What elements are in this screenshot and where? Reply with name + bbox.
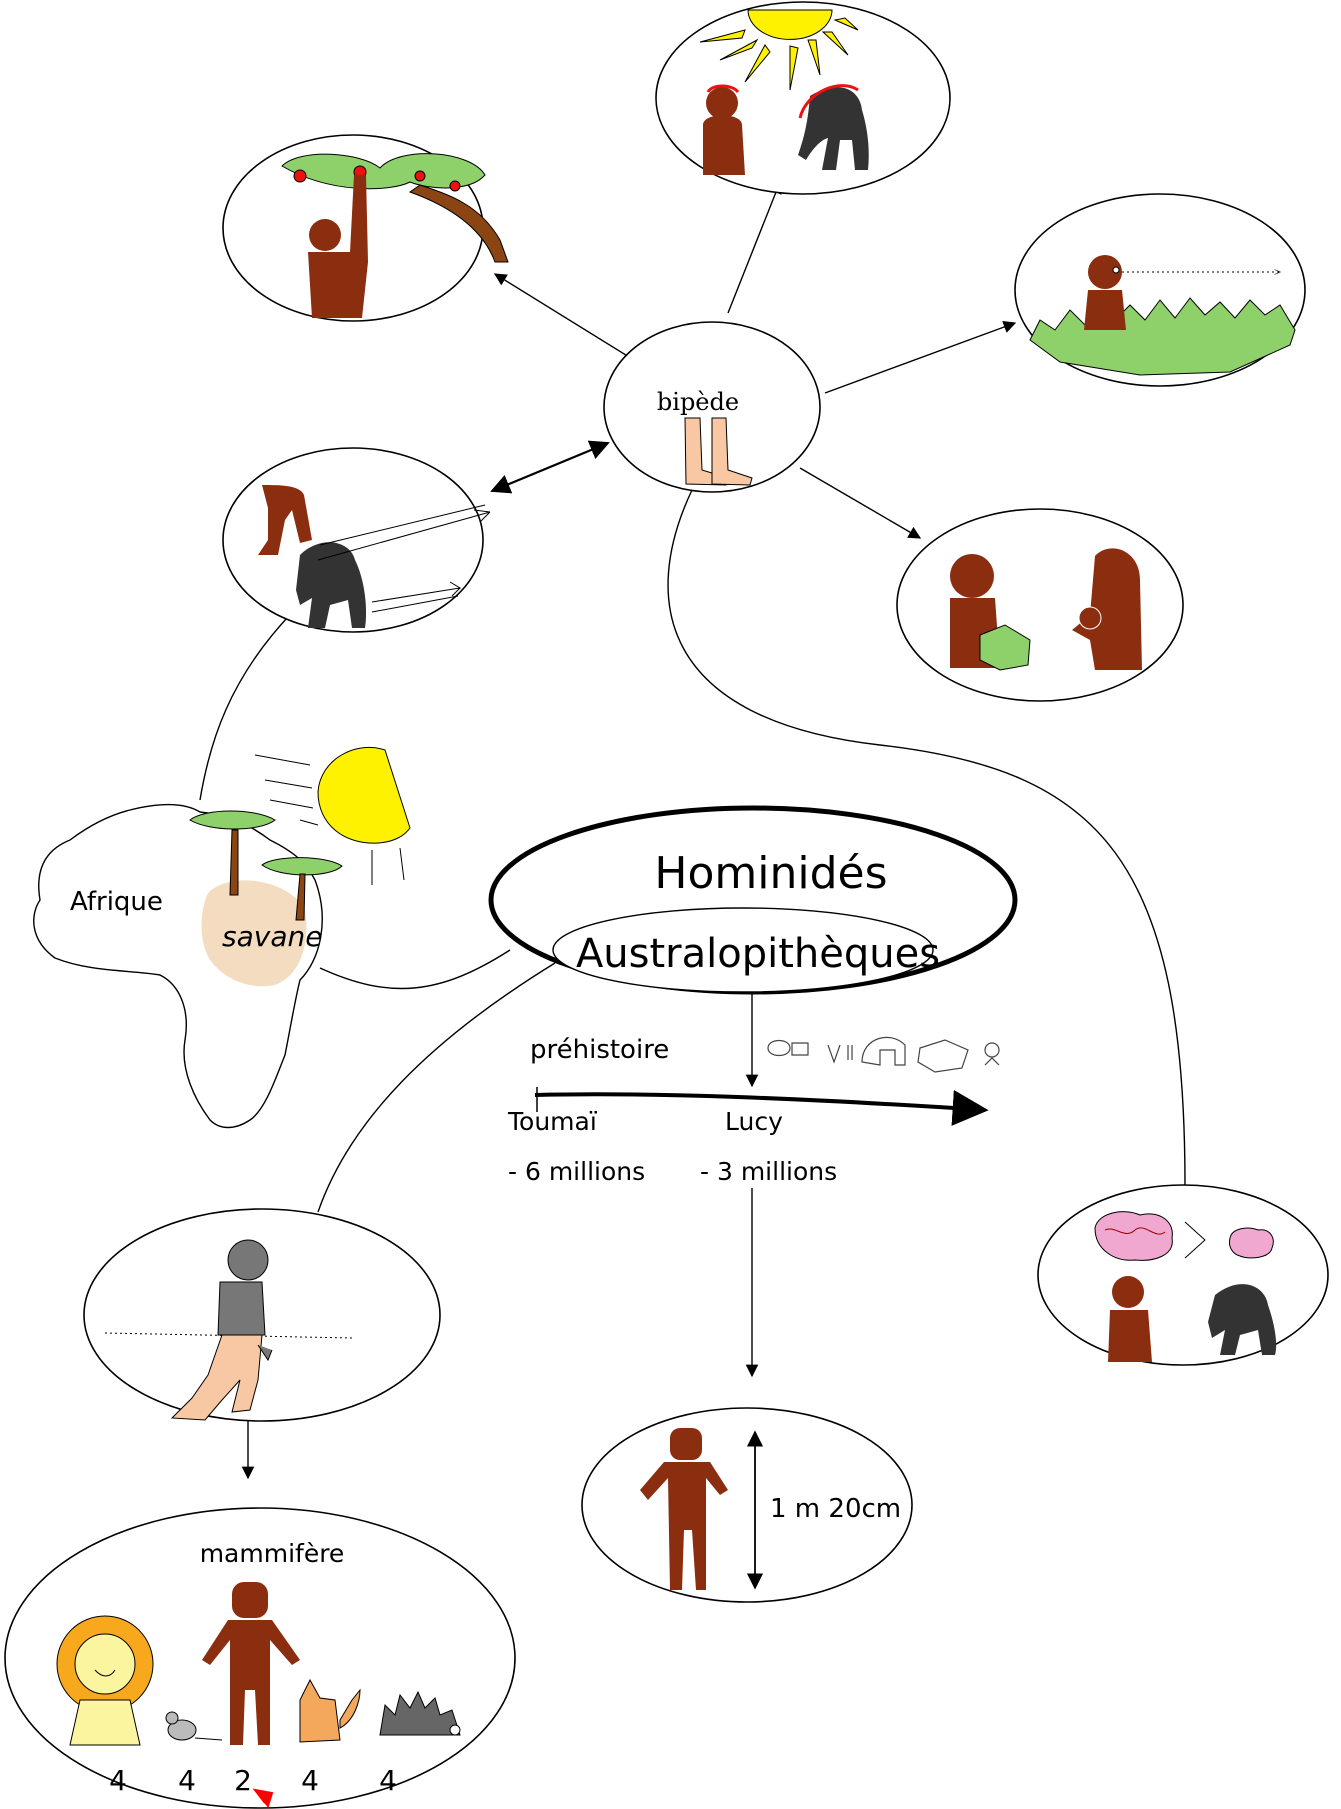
walk-node xyxy=(222,447,491,633)
sun-node xyxy=(655,1,951,195)
large-brain-icon xyxy=(1094,1211,1173,1261)
small-brain-icon xyxy=(1229,1227,1274,1259)
mouse-icon xyxy=(165,1711,223,1741)
savane-label: savane xyxy=(222,920,322,953)
brain-node xyxy=(1037,1184,1329,1366)
hedgehog-icon xyxy=(379,1690,461,1736)
standing-human-icon xyxy=(640,1428,728,1590)
mammal-node: mammifère 4 4 2 4 4 xyxy=(4,1507,516,1809)
greater-than-icon xyxy=(1184,1221,1206,1259)
africa-map: Afrique savane xyxy=(33,746,411,1129)
human-silhouette-icon xyxy=(703,84,745,175)
timeline: préhistoire Toumaï - 6 millions Lucy - 3… xyxy=(507,1035,1000,1186)
walker-node xyxy=(83,1208,441,1422)
grass-icon xyxy=(1029,297,1296,376)
event-name: Toumaï xyxy=(507,1107,598,1136)
fox-icon xyxy=(299,1678,361,1743)
arrow-to-fruit xyxy=(493,273,651,371)
long-stride-arrow xyxy=(317,509,491,561)
carrying-node xyxy=(896,508,1184,702)
page-title: Hominidés xyxy=(654,848,887,899)
timeline-label: préhistoire xyxy=(530,1035,669,1065)
link-brain xyxy=(667,489,1186,1186)
leg-count: 4 xyxy=(178,1764,196,1797)
event-date: - 6 millions xyxy=(508,1157,645,1186)
double-arrow-walk xyxy=(490,440,610,494)
arrow-to-view xyxy=(824,321,1017,394)
event-name: Lucy xyxy=(725,1107,783,1136)
leg-count: 4 xyxy=(379,1764,397,1797)
arrow-to-carry xyxy=(799,467,922,539)
walking-australopithecus-icon xyxy=(170,1239,273,1421)
afrique-label: Afrique xyxy=(70,887,163,917)
tools-icons xyxy=(767,1036,1000,1073)
walking-ape-icon xyxy=(296,542,367,628)
mammal-label: mammifère xyxy=(200,1539,345,1568)
carrying-food-human-icon xyxy=(950,554,1031,671)
bipede-node: bipède xyxy=(603,321,821,493)
link-walker xyxy=(317,962,556,1213)
leg-count: 4 xyxy=(109,1764,127,1797)
human-silhouette-icon xyxy=(1108,1276,1152,1362)
legs-icon xyxy=(684,417,753,486)
bipede-label: bipède xyxy=(657,388,739,416)
savanna-zone xyxy=(201,880,307,987)
looking-human-icon xyxy=(1084,255,1126,330)
leg-count: 4 xyxy=(301,1764,319,1797)
title-node: Hominidés Australopithèques xyxy=(488,805,1018,995)
leg-count: 2 xyxy=(234,1764,252,1797)
human-figure-icon xyxy=(202,1582,300,1745)
reaching-human-icon xyxy=(308,175,368,318)
savanna-sun-icon xyxy=(254,746,411,885)
legs-count-row: 4 4 2 4 4 xyxy=(109,1764,397,1797)
short-stride-arrow xyxy=(371,581,462,613)
ape-silhouette-icon xyxy=(1208,1284,1277,1355)
lion-icon xyxy=(56,1615,154,1746)
ape-silhouette-icon xyxy=(798,84,869,170)
event-date: - 3 millions xyxy=(700,1157,837,1186)
timeline-axis xyxy=(534,1089,989,1126)
walking-legs-icon xyxy=(258,485,312,555)
arrow-to-sun xyxy=(727,180,782,314)
acacia-tree-icon xyxy=(189,810,343,921)
waist-line xyxy=(104,1332,353,1339)
link-africa-title xyxy=(319,949,511,990)
sun-icon xyxy=(699,9,859,91)
connectors xyxy=(199,180,1186,1480)
height-label: 1 m 20cm xyxy=(770,1494,901,1524)
page-subtitle: Australopithèques xyxy=(576,931,940,977)
carrying-baby-human-icon xyxy=(1072,548,1142,670)
height-node: 1 m 20cm xyxy=(581,1407,913,1603)
link-africa-walk xyxy=(199,617,288,801)
view-node xyxy=(1014,193,1306,387)
pointer-arrow-icon xyxy=(252,1788,274,1809)
fruit-tree-node xyxy=(222,134,509,322)
